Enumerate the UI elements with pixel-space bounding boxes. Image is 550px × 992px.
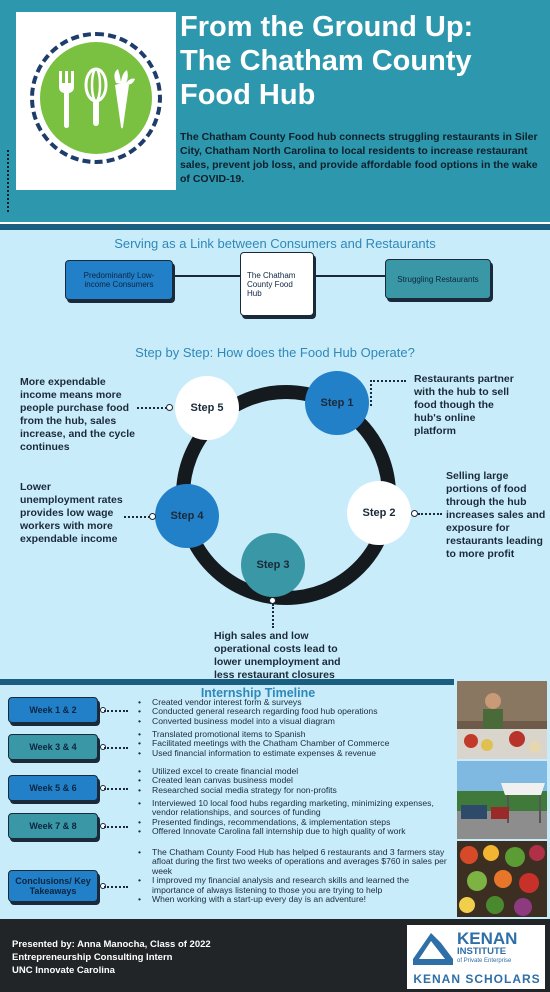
step-4-connector xyxy=(124,516,150,518)
step-5-description: More expendable income means more people… xyxy=(20,376,135,453)
intro-text: The Chatham County Food hub connects str… xyxy=(180,131,538,185)
decorative-dotted-line xyxy=(7,150,10,212)
food-hub-worker-photo xyxy=(457,681,547,759)
consumers-box: Predominantly Low-income Consumers xyxy=(65,260,173,300)
step-2-circle: Step 2 xyxy=(347,481,411,545)
week-7-8-label: Week 7 & 8 xyxy=(8,813,98,839)
step-5-knob xyxy=(166,404,173,411)
conclusions-items: The Chatham County Food Hub has helped 6… xyxy=(138,847,450,905)
logo-dashed-ring xyxy=(30,32,162,164)
link-section-heading: Serving as a Link between Consumers and … xyxy=(114,236,436,251)
private-enterprise-text: of Private Enterprise xyxy=(457,958,512,964)
list-item: Interviewed 10 local food hubs regarding… xyxy=(138,798,450,818)
week-7-8-items: Interviewed 10 local food hubs regarding… xyxy=(138,798,450,837)
list-item: Translated promotional items to Spanish xyxy=(138,729,450,740)
step-3-knob xyxy=(269,597,276,604)
conclusions-label: Conclusions/ Key Takeaways xyxy=(8,870,98,902)
utensils-icon xyxy=(59,67,135,129)
food-hub-box: The Chatham County Food Hub xyxy=(240,252,314,316)
presenter-org: UNC Innovate Carolina xyxy=(12,965,115,976)
cycle-heading: Step by Step: How does the Food Hub Oper… xyxy=(135,345,415,360)
header-divider xyxy=(0,222,550,230)
step-1-description: Restaurants partner with the hub to sell… xyxy=(414,373,514,437)
kenan-scholars-logo: KENAN INSTITUTE of Private Enterprise KE… xyxy=(407,925,545,989)
market-tent-photo xyxy=(457,761,547,839)
presenter-role: Entrepreneurship Consulting Intern xyxy=(12,952,173,963)
step-4-knob xyxy=(149,513,156,520)
kenan-building-icon xyxy=(413,933,453,965)
list-item: The Chatham County Food Hub has helped 6… xyxy=(138,847,450,876)
vegetables-photo xyxy=(457,841,547,917)
timeline-connector xyxy=(104,747,128,749)
list-item: Presented findings, recommendations, & i… xyxy=(138,817,450,828)
step-4-circle: Step 4 xyxy=(155,484,219,548)
step-3-connector xyxy=(272,604,274,628)
step-3-circle: Step 3 xyxy=(241,533,305,597)
week-1-2-label: Week 1 & 2 xyxy=(8,697,98,723)
title-line: Food Hub xyxy=(180,79,316,111)
week-3-4-label: Week 3 & 4 xyxy=(8,734,98,760)
list-item: Converted business model into a visual d… xyxy=(138,716,450,727)
step-1-circle: Step 1 xyxy=(305,371,369,435)
list-item: Utilized excel to create financial model xyxy=(138,766,450,777)
step-5-connector xyxy=(137,407,167,409)
week-5-6-items: Utilized excel to create financial model… xyxy=(138,766,450,796)
list-item: Researched social media strategy for non… xyxy=(138,785,450,796)
kenan-scholars-text: KENAN SCHOLARS xyxy=(413,972,541,986)
logo-green-circle xyxy=(40,42,152,154)
timeline-connector xyxy=(104,788,128,790)
list-item: Offered Innovate Carolina fall internshi… xyxy=(138,826,450,837)
step-1-connector xyxy=(370,380,406,382)
step-2-description: Selling large portions of food through t… xyxy=(446,470,546,560)
presenter-info: Presented by: Anna Manocha, Class of 202… xyxy=(12,938,211,977)
title-line: From the Ground Up: xyxy=(180,11,474,43)
list-item: Conducted general research regarding foo… xyxy=(138,706,450,717)
presenter-name: Presented by: Anna Manocha, Class of 202… xyxy=(12,939,211,950)
timeline-connector xyxy=(104,826,128,828)
list-item: Facilitated meetings with the Chatham Ch… xyxy=(138,738,450,749)
week-1-2-items: Created vendor interest form & surveys C… xyxy=(138,697,450,727)
list-item: Created lean canvas business model xyxy=(138,775,450,786)
restaurants-box: Struggling Restaurants xyxy=(385,259,491,299)
week-3-4-items: Translated promotional items to Spanish … xyxy=(138,729,450,759)
page-title: From the Ground Up: The Chatham County F… xyxy=(180,10,540,112)
step-2-connector xyxy=(418,513,442,515)
step-1-connector xyxy=(370,380,372,406)
step-2-knob xyxy=(411,510,418,517)
institute-wordmark: INSTITUTE xyxy=(457,946,507,957)
list-item: When working with a start-up every day i… xyxy=(138,894,450,905)
timeline-connector xyxy=(104,710,128,712)
title-line: The Chatham County xyxy=(180,45,472,77)
step-4-description: Lower unemployment rates provides low wa… xyxy=(20,481,123,545)
list-item: Created vendor interest form & surveys xyxy=(138,697,450,708)
step-5-circle: Step 5 xyxy=(175,376,239,440)
kenan-wordmark: KENAN xyxy=(457,929,518,948)
list-item: Used financial information to estimate e… xyxy=(138,748,450,759)
week-5-6-label: Week 5 & 6 xyxy=(8,775,98,801)
list-item: I improved my financial analysis and res… xyxy=(138,876,450,895)
food-hub-logo xyxy=(16,12,176,190)
step-3-description: High sales and low operational costs lea… xyxy=(214,630,341,681)
timeline-connector xyxy=(104,886,128,888)
header: From the Ground Up: The Chatham County F… xyxy=(0,0,550,230)
